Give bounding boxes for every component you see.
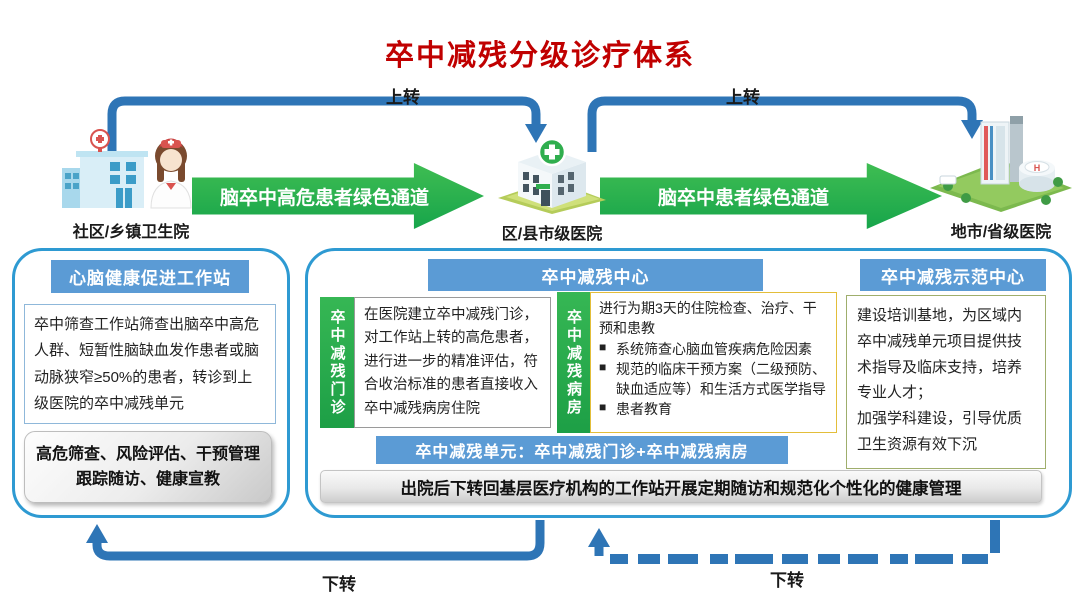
ward-bullet-1: ■ 系统筛查心脑血管疾病危险因素 xyxy=(599,339,828,359)
demo-center-text-1: 建设培训基地，为区域内卒中减残单元项目提供技术指导及临床支持，培养专业人才； xyxy=(857,307,1023,402)
up-transfer-arrow-2 xyxy=(587,96,983,152)
ward-bullet-3-text: 患者教育 xyxy=(616,401,672,418)
workstation-tasks-line2: 跟踪随访、健康宣教 xyxy=(75,471,220,488)
institution-provincial-hospital: H 地市/省级医院 xyxy=(926,116,1076,242)
workstation-header: 心脑健康促进工作站 xyxy=(51,260,249,293)
institution-label-community: 社区/乡镇卫生院 xyxy=(72,224,190,241)
bullet-marker: ■ xyxy=(599,339,607,354)
bullet-marker: ■ xyxy=(599,400,607,415)
ward-bullet-3: ■ 患者教育 xyxy=(599,399,828,419)
up-transfer-label-2: 上转 xyxy=(726,88,760,107)
institution-label-provincial: 地市/省级医院 xyxy=(950,224,1052,241)
institution-community: 社区/乡镇卫生院 xyxy=(58,128,204,242)
institution-district-hospital: 区/县市级医院 xyxy=(492,132,612,244)
down-transfer-arrow-2 xyxy=(588,520,1000,564)
down-transfer-label-1: 下转 xyxy=(322,575,356,594)
ward-tab: 卒中减残病房 xyxy=(557,292,590,433)
community-clinic-nurse-icon xyxy=(62,129,192,209)
institution-label-district: 区/县市级医院 xyxy=(501,226,603,243)
stroke-unit-bar: 卒中减残单元：卒中减残门诊+卒中减残病房 xyxy=(376,436,788,464)
up-transfer-arrow-1 xyxy=(107,96,547,152)
ward-bullet-2-text: 规范的临床干预方案（二级预防、缺血适应等）和生活方式医学指导 xyxy=(616,360,826,398)
ward-intro: 进行为期3天的住院检查、治疗、干预和患教 xyxy=(599,300,817,337)
ward-bullet-2: ■ 规范的临床干预方案（二级预防、缺血适应等）和生活方式医学指导 xyxy=(599,359,828,400)
up-transfer-label-1: 上转 xyxy=(386,88,420,107)
stroke-center-panel: 卒中减残中心 卒中减残示范中心 卒中减残门诊 在医院建立卒中减残门诊，对工作站上… xyxy=(305,248,1072,518)
stroke-center-header: 卒中减残中心 xyxy=(428,259,763,291)
clinic-description: 在医院建立卒中减残门诊，对工作站上转的高危患者，进行进一步的精准评估，符合收治标… xyxy=(354,297,551,428)
bullet-marker: ■ xyxy=(599,359,607,374)
ward-description: 进行为期3天的住院检查、治疗、干预和患教 ■ 系统筛查心脑血管疾病危险因素 ■ … xyxy=(590,292,837,433)
workstation-panel: 心脑健康促进工作站 卒中筛查工作站筛查出脑卒中高危人群、短暂性脑缺血发作患者或脑… xyxy=(12,248,290,518)
page-title: 卒中减残分级诊疗体系 xyxy=(384,40,695,72)
demo-center-description: 建设培训基地，为区域内卒中减残单元项目提供技术指导及临床支持，培养专业人才； 加… xyxy=(846,295,1046,469)
discharge-followup-bar: 出院后下转回基层医疗机构的工作站开展定期随访和规范化个性化的健康管理 xyxy=(320,470,1042,503)
demo-center-header: 卒中减残示范中心 xyxy=(860,259,1046,291)
district-hospital-icon xyxy=(498,137,606,214)
down-transfer-arrow-1 xyxy=(86,520,545,561)
provincial-hospital-icon: H xyxy=(930,116,1072,212)
clinic-tab: 卒中减残门诊 xyxy=(320,297,354,428)
workstation-tasks-line1: 高危筛查、风险评估、干预管理 xyxy=(35,445,260,463)
svg-text:H: H xyxy=(1034,163,1041,173)
demo-center-text-2: 加强学科建设，引导优质卫生资源有效下沉 xyxy=(857,410,1023,453)
down-transfer-label-2: 下转 xyxy=(770,571,804,590)
green-channel-label-1: 脑卒中高危患者绿色通道 xyxy=(220,187,430,209)
workstation-tasks-box: 高危筛查、风险评估、干预管理 跟踪随访、健康宣教 xyxy=(24,431,272,503)
ward-bullet-1-text: 系统筛查心脑血管疾病危险因素 xyxy=(616,340,812,357)
workstation-description: 卒中筛查工作站筛查出脑卒中高危人群、短暂性脑缺血发作患者或脑动脉狭窄≥50%的患… xyxy=(24,304,276,424)
green-channel-label-2: 脑卒中患者绿色通道 xyxy=(658,187,830,209)
